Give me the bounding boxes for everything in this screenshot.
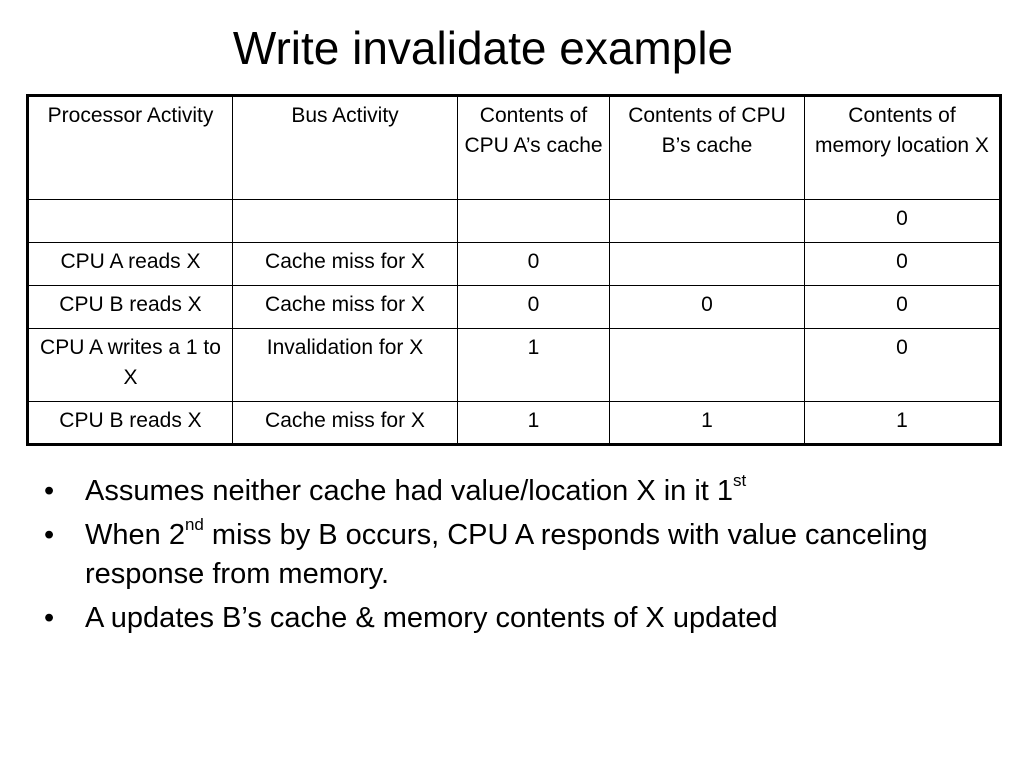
table-cell: 0	[804, 328, 1001, 402]
bullet-text-tail: miss by B occurs, CPU A responds with va…	[85, 519, 928, 590]
header-cpu-a-cache: Contents of CPU A’s cache	[457, 95, 610, 200]
table-cell: 1	[804, 401, 1001, 445]
bullet-item: • A updates B’s cache & memory contents o…	[44, 599, 984, 638]
table-cell: 0	[457, 285, 610, 329]
table-cell: 1	[457, 401, 610, 445]
bullet-list: • Assumes neither cache had value/locatio…	[44, 472, 984, 643]
bullet-text: Assumes neither cache had value/location…	[85, 475, 734, 507]
table-cell: 0	[804, 242, 1001, 286]
header-cpu-b-cache: Contents of CPU B’s cache	[609, 95, 805, 200]
header-processor-activity: Processor Activity	[27, 95, 233, 200]
ordinal-suffix: nd	[184, 515, 204, 535]
table-cell: Cache miss for X	[232, 242, 458, 286]
bullet-text: A updates B’s cache & memory contents of…	[85, 602, 778, 634]
table-cell	[609, 242, 805, 286]
bullet-item: • When 2nd miss by B occurs, CPU A respon…	[44, 516, 984, 594]
table-row: CPU A writes a 1 to X Invalidation for X…	[27, 328, 1001, 402]
table-cell: 1	[457, 328, 610, 402]
bullet-item: • Assumes neither cache had value/locatio…	[44, 472, 984, 511]
table-cell: 0	[804, 199, 1001, 243]
bullet-icon: •	[44, 519, 55, 551]
bullet-icon: •	[44, 602, 55, 634]
table-cell: Invalidation for X	[232, 328, 458, 402]
table-cell: Cache miss for X	[232, 401, 458, 445]
slide-title: Write invalidate example	[232, 22, 734, 74]
table-row: CPU A reads X Cache miss for X 0 0	[27, 242, 1001, 286]
ordinal-suffix: st	[733, 471, 747, 491]
table-cell	[27, 199, 233, 243]
table-cell: CPU B reads X	[27, 285, 233, 329]
table-cell: 1	[609, 401, 805, 445]
table-cell: CPU B reads X	[27, 401, 233, 445]
table-row: CPU B reads X Cache miss for X 0 0 0	[27, 285, 1001, 329]
write-invalidate-table: Processor Activity Bus Activity Contents…	[26, 94, 1002, 446]
bullet-icon: •	[44, 475, 55, 507]
table-cell: CPU A reads X	[27, 242, 233, 286]
bullet-text: When 2	[85, 519, 185, 551]
table-cell	[609, 328, 805, 402]
table-cell	[457, 199, 610, 243]
header-memory-x: Contents of memory location X	[804, 95, 1001, 200]
table-cell: 0	[457, 242, 610, 286]
table-cell: 0	[804, 285, 1001, 329]
table-cell	[232, 199, 458, 243]
table-cell: CPU A writes a 1 to X	[27, 328, 233, 402]
table-header-row: Processor Activity Bus Activity Contents…	[27, 95, 1001, 200]
table-cell: Cache miss for X	[232, 285, 458, 329]
table-cell	[609, 199, 805, 243]
header-bus-activity: Bus Activity	[232, 95, 458, 200]
table-cell: 0	[609, 285, 805, 329]
table-row: 0	[27, 199, 1001, 243]
table-row: CPU B reads X Cache miss for X 1 1 1	[27, 401, 1001, 445]
